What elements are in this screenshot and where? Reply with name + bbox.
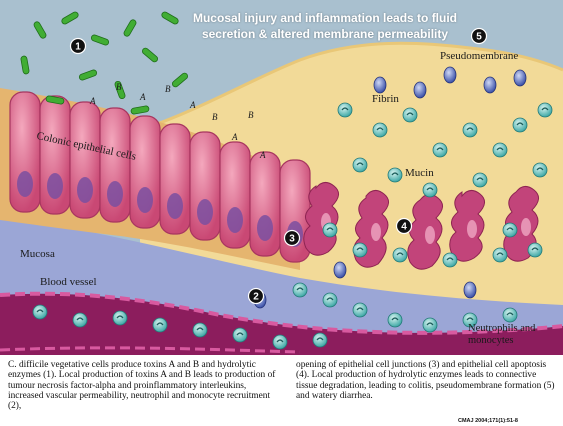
toxin-letter: B <box>212 112 218 122</box>
toxin-letter: A <box>259 150 266 160</box>
diagram-title: Mucosal injury and inflammation leads to… <box>175 10 475 42</box>
monocyte <box>374 77 386 93</box>
immune-cell <box>313 333 327 347</box>
toxin-letter: A <box>189 100 196 110</box>
apoptotic-nucleus <box>425 226 435 244</box>
label-mucosa: Mucosa <box>20 248 55 260</box>
label-mucin: Mucin <box>405 167 434 179</box>
monocyte <box>444 67 456 83</box>
immune-cell <box>373 123 387 137</box>
cell-nucleus <box>47 173 63 199</box>
immune-cell <box>388 168 402 182</box>
label-blood-vessel: Blood vessel <box>40 276 97 288</box>
immune-cell <box>423 183 437 197</box>
monocyte <box>414 82 426 98</box>
immune-cell <box>503 308 517 322</box>
toxin-letter: A <box>231 132 238 142</box>
immune-cell <box>433 143 447 157</box>
toxin-letter: B <box>248 110 254 120</box>
immune-cell <box>393 248 407 262</box>
apoptotic-cell <box>304 182 339 255</box>
monocyte <box>464 282 476 298</box>
caption-left: C. difficile vegetative cells produce to… <box>8 360 278 411</box>
immune-cell <box>323 223 337 237</box>
cell-nucleus <box>227 207 243 233</box>
cell-nucleus <box>197 199 213 225</box>
immune-cell <box>528 243 542 257</box>
immune-cell <box>73 313 87 327</box>
immune-cell <box>33 305 47 319</box>
immune-cell <box>113 311 127 325</box>
monocyte <box>334 262 346 278</box>
immune-cell <box>443 253 457 267</box>
immune-cell <box>193 323 207 337</box>
toxin-letter: A <box>89 96 96 106</box>
immune-cell <box>538 103 552 117</box>
immune-cell <box>403 108 417 122</box>
label-pseudomembrane: Pseudomembrane <box>440 50 518 62</box>
step-number: 4 <box>401 222 407 233</box>
immune-cell <box>493 248 507 262</box>
apoptotic-nucleus <box>521 218 531 236</box>
immune-cell <box>338 103 352 117</box>
immune-cell <box>513 118 527 132</box>
toxin-letter: B <box>165 84 171 94</box>
immune-cell <box>493 143 507 157</box>
cell-nucleus <box>17 171 33 197</box>
step-number: 5 <box>476 32 482 43</box>
step-number: 3 <box>289 234 295 245</box>
immune-cell <box>533 163 547 177</box>
immune-cell <box>463 123 477 137</box>
apoptotic-nucleus <box>371 223 381 241</box>
immune-cell <box>323 293 337 307</box>
immune-cell <box>353 303 367 317</box>
citation: CMAJ 2004;171(1):51-8 <box>458 418 518 424</box>
toxin-letter: B <box>116 82 122 92</box>
step-number: 1 <box>75 42 81 53</box>
apoptotic-cell <box>450 190 485 261</box>
step-number: 2 <box>253 292 259 303</box>
immune-cell <box>233 328 247 342</box>
cell-nucleus <box>137 187 153 213</box>
immune-cell <box>153 318 167 332</box>
immune-cell <box>473 173 487 187</box>
label-fibrin: Fibrin <box>372 93 399 105</box>
cell-nucleus <box>257 215 273 241</box>
monocyte <box>484 77 496 93</box>
immune-cell <box>503 223 517 237</box>
immune-cell <box>293 283 307 297</box>
immune-cell <box>273 335 287 349</box>
cell-nucleus <box>77 177 93 203</box>
immune-cell <box>353 243 367 257</box>
immune-cell <box>388 313 402 327</box>
cell-nucleus <box>167 193 183 219</box>
immune-cell <box>423 318 437 332</box>
immune-cell <box>353 158 367 172</box>
label-neutrophils-and-monocytes: Neutrophils and monocytes <box>468 323 550 347</box>
cell-nucleus <box>107 181 123 207</box>
apoptotic-nucleus <box>467 220 477 238</box>
monocyte <box>514 70 526 86</box>
caption-right: opening of epithelial cell junctions (3)… <box>296 360 558 401</box>
toxin-letter: A <box>139 92 146 102</box>
